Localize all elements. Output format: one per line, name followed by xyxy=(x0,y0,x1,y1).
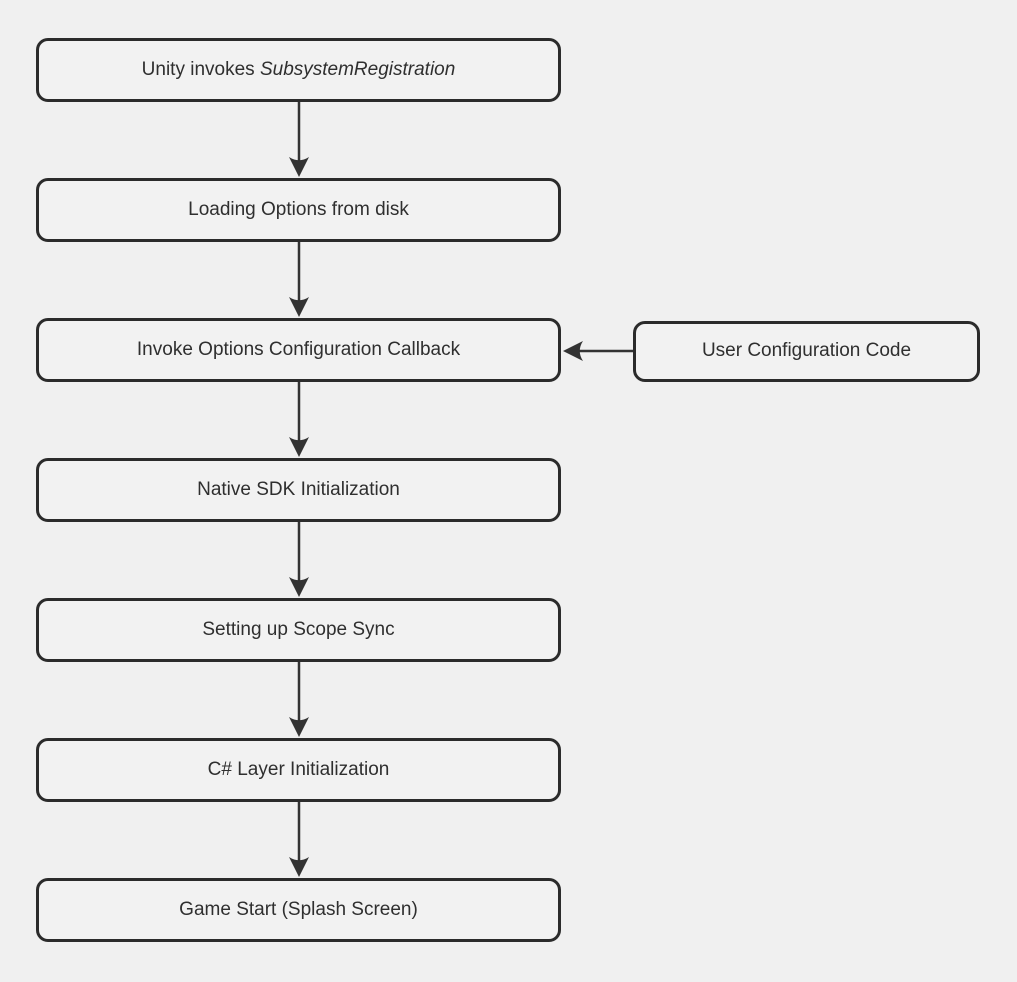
arrow-user-config-to-invoke xyxy=(563,341,633,361)
node-setting-up-scope-sync: Setting up Scope Sync xyxy=(36,598,561,662)
node-invoke-options-configuration-callback: Invoke Options Configuration Callback xyxy=(36,318,561,382)
node-label: Game Start (Splash Screen) xyxy=(179,898,418,920)
arrow-csharp-to-gamestart xyxy=(289,802,309,877)
arrow-scope-to-csharp xyxy=(289,662,309,737)
node-label: Loading Options from disk xyxy=(188,198,409,220)
node-native-sdk-initialization: Native SDK Initialization xyxy=(36,458,561,522)
node-label: Unity invokes SubsystemRegistration xyxy=(141,58,456,80)
arrow-loading-to-invoke xyxy=(289,242,309,317)
arrow-unity-to-loading xyxy=(289,102,309,177)
node-csharp-layer-initialization: C# Layer Initialization xyxy=(36,738,561,802)
node-user-configuration-code: User Configuration Code xyxy=(633,321,980,382)
node-game-start-splash-screen: Game Start (Splash Screen) xyxy=(36,878,561,942)
node-label: Setting up Scope Sync xyxy=(202,618,395,640)
node-label: Native SDK Initialization xyxy=(197,478,400,500)
node-label: User Configuration Code xyxy=(701,340,912,362)
arrow-invoke-to-native xyxy=(289,382,309,457)
node-label: Invoke Options Configuration Callback xyxy=(136,338,461,360)
arrow-native-to-scope xyxy=(289,522,309,597)
node-loading-options-from-disk: Loading Options from disk xyxy=(36,178,561,242)
node-label: C# Layer Initialization xyxy=(207,758,390,780)
node-unity-invokes-subsystemregistration: Unity invokes SubsystemRegistration xyxy=(36,38,561,102)
